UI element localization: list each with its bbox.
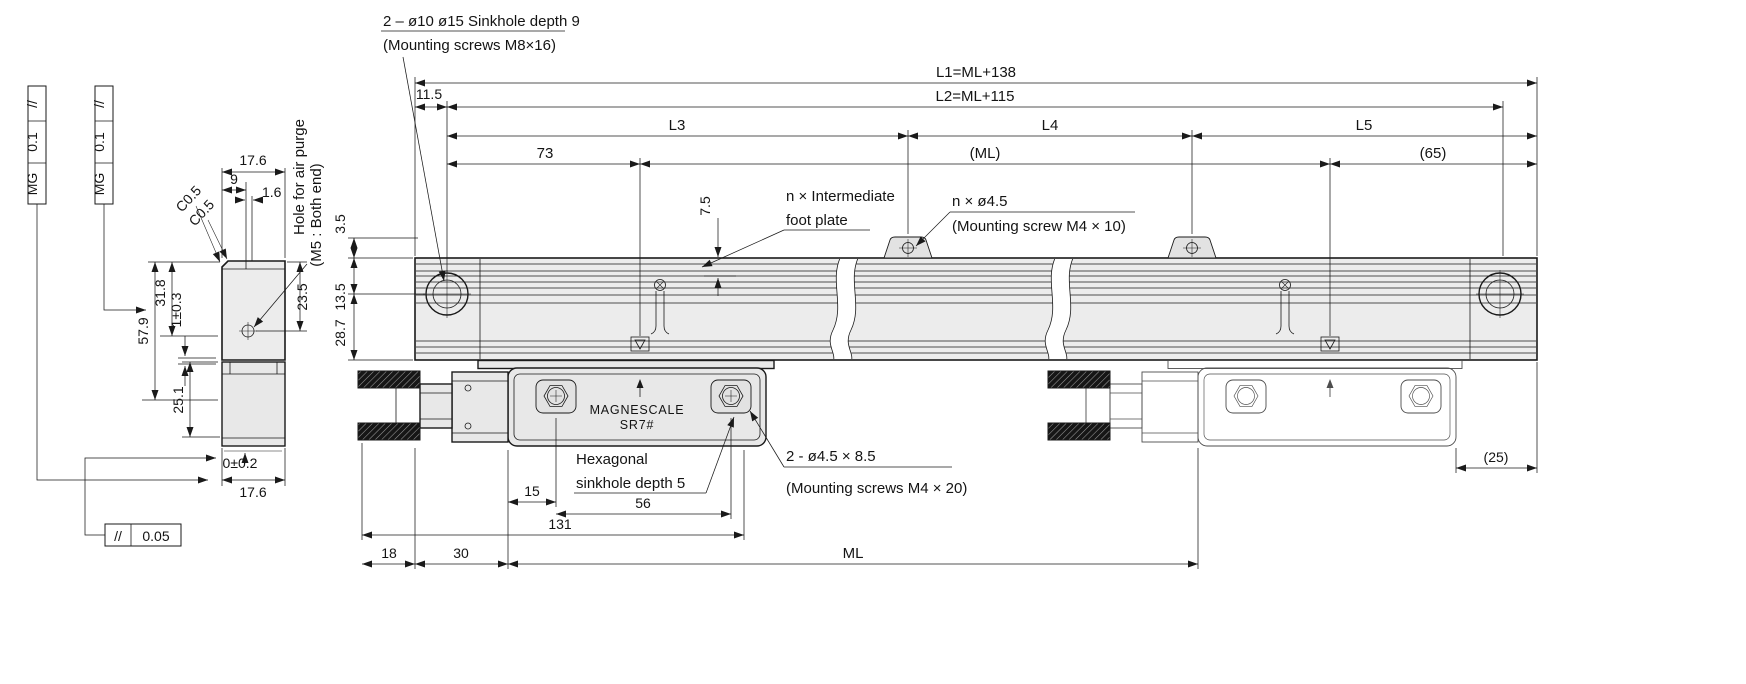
mounting-sinkhole-right (1476, 270, 1524, 318)
slider-assembly (357, 359, 775, 447)
dim-L4: L4 (1042, 117, 1059, 134)
cross-section-view (221, 260, 286, 452)
gdt-a-tolerance: 0.1 (24, 132, 40, 152)
dim-1-6: 1.6 (262, 184, 282, 200)
dim-1-03: 1±0.3 (168, 292, 184, 327)
dim-25-1: 25.1 (170, 386, 186, 413)
dim-31-8: 31.8 (152, 279, 168, 306)
dim-3-5: 3.5 (332, 214, 348, 234)
dim-ML: ML (843, 545, 864, 562)
dim-ML-ref: (ML) (970, 145, 1001, 162)
dim-65: (65) (1420, 145, 1447, 162)
slider-screws-callout-line2: (Mounting screws M4 × 20) (786, 480, 967, 497)
sinkhole-callout-line1: 2 – ø10 ø15 Sinkhole depth 9 (383, 13, 580, 30)
foot-screw-callout-line2: (Mounting screw M4 × 10) (952, 218, 1126, 235)
hex-sinkhole-boss-left-phantom (1225, 379, 1267, 414)
callout-leaders (195, 30, 1135, 494)
foot-screw-callout-line1: n × ø4.5 (952, 193, 1007, 210)
mounting-sinkhole-left (423, 270, 471, 318)
dim-18: 18 (381, 545, 397, 561)
air-purge-note-line1: Hole for air purge (291, 119, 308, 235)
slider-assembly-phantom (1047, 360, 1463, 447)
dim-56: 56 (635, 495, 651, 511)
dim-L5: L5 (1356, 117, 1373, 134)
hex-sinkhole-callout-line1: Hexagonal (576, 451, 648, 468)
foot-plate-callout-line1: n × Intermediate (786, 188, 895, 205)
dim-17-6-bottom: 17.6 (239, 484, 266, 500)
hex-sinkhole-boss-left (535, 379, 577, 414)
reference-mark-right (1275, 279, 1340, 352)
gdt-c-tolerance: 0.05 (142, 528, 169, 544)
hex-sinkhole-boss-right (710, 379, 752, 414)
foot-plate-1 (883, 236, 933, 259)
hex-sinkhole-callout-line2: sinkhole depth 5 (576, 475, 685, 492)
dim-L1: L1=ML+138 (936, 64, 1016, 81)
dim-13-5: 13.5 (332, 283, 348, 310)
dim-11-5: 11.5 (416, 86, 442, 102)
dim-17-6-top: 17.6 (239, 152, 266, 168)
dim-23-5: 23.5 (294, 283, 310, 310)
gdt-leaders (36, 204, 216, 536)
dim-9: 9 (230, 171, 238, 187)
hex-sinkhole-boss-right-phantom (1400, 379, 1442, 414)
dim-131: 131 (548, 516, 572, 532)
foot-plate-callout-line2: foot plate (786, 212, 848, 229)
break-lines (829, 259, 1074, 359)
gdt-frame-b (94, 85, 114, 205)
air-purge-note-line2: (M5 : Both end) (308, 163, 325, 266)
sinkhole-callout-line2: (Mounting screws M8×16) (383, 37, 556, 54)
gdt-b-symbol: // (91, 100, 107, 108)
slider-reference-arrow (636, 379, 644, 397)
cable-connector (357, 370, 421, 441)
air-purge-hole (239, 322, 257, 340)
cable-bracket-phantom (1085, 371, 1199, 443)
cable-connector-phantom (1047, 370, 1111, 441)
dim-28-7: 28.7 (332, 319, 348, 346)
dim-30: 30 (453, 545, 469, 561)
dim-15: 15 (524, 483, 540, 499)
model-number: SR7# (620, 418, 654, 432)
dim-7-5: 7.5 (697, 196, 713, 216)
cable-bracket (395, 371, 509, 443)
slider-reference-arrow-phantom (1326, 379, 1334, 397)
dim-L2: L2=ML+115 (936, 88, 1015, 105)
dimension-lines (151, 79, 1537, 568)
gdt-a-symbol: // (24, 100, 40, 108)
slider-screws-callout-line1: 2 - ø4.5 × 8.5 (786, 448, 876, 465)
gdt-b-datum: MG (91, 173, 107, 196)
gdt-c-symbol: // (114, 528, 122, 544)
extension-lines (142, 77, 1538, 569)
gdt-a-datum: MG (24, 173, 40, 196)
dim-0-02: 0±0.2 (223, 455, 258, 471)
brand-name: MAGNESCALE (590, 403, 685, 417)
dim-57-9: 57.9 (135, 317, 151, 344)
dim-25: (25) (1484, 449, 1509, 465)
reference-mark-left (630, 279, 670, 352)
scale-body (414, 236, 1538, 361)
foot-plate-2 (1167, 236, 1217, 259)
gdt-b-tolerance: 0.1 (91, 132, 107, 152)
dim-L3: L3 (669, 117, 686, 134)
dim-73: 73 (537, 145, 554, 162)
